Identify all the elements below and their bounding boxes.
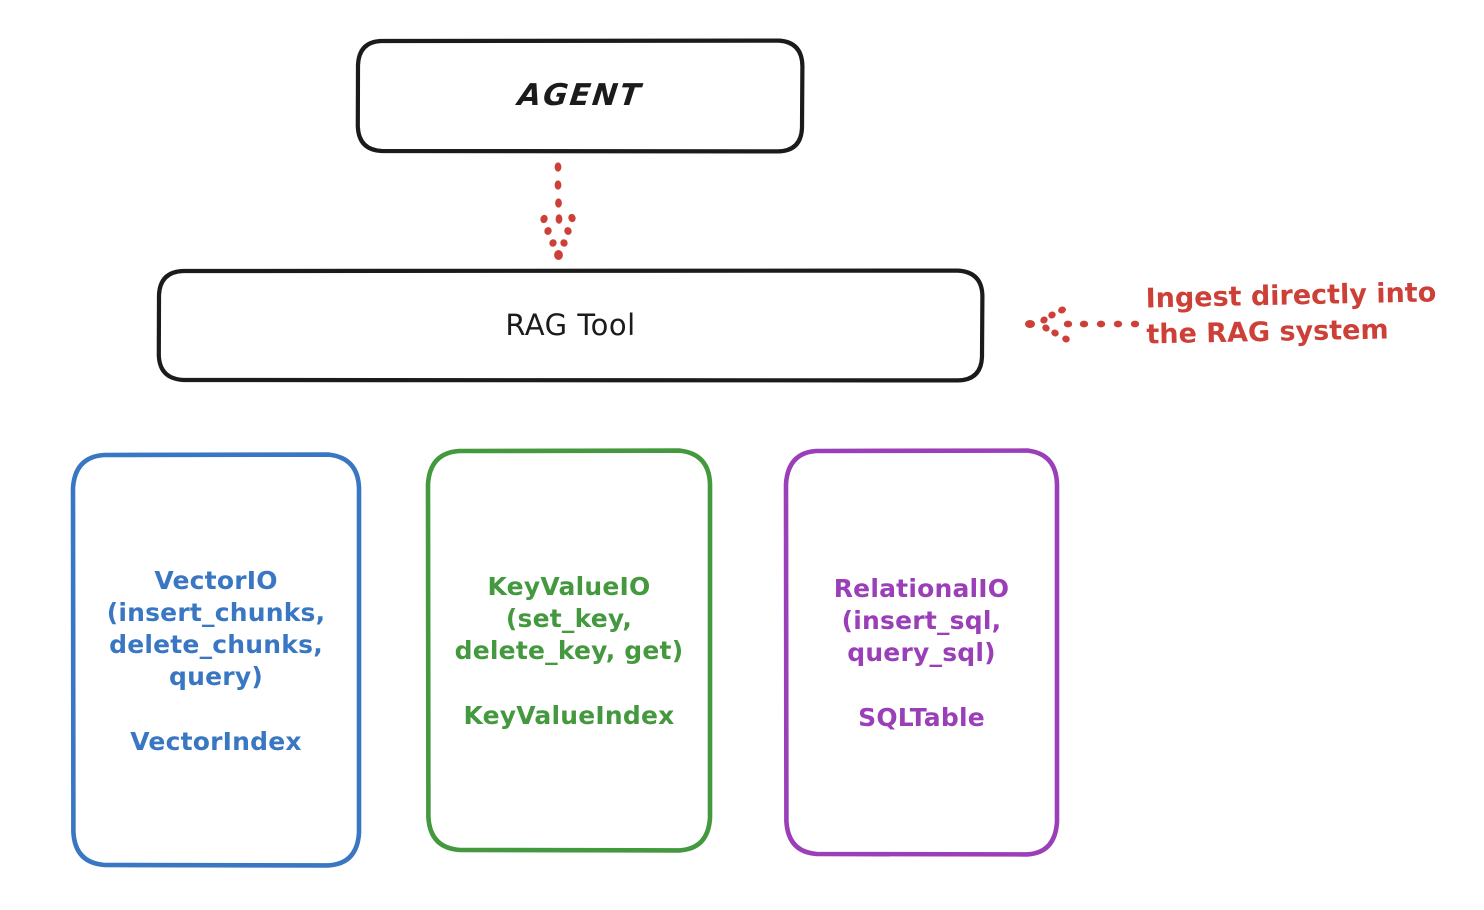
- connector-ingest-to-rag-tool: [1025, 306, 1140, 343]
- node-relational-io[interactable]: RelationalIO (insert_sql, query_sql) SQL…: [783, 448, 1060, 857]
- agent-label: AGENT: [515, 77, 645, 113]
- rag-tool-box-outline: [156, 268, 985, 383]
- agent-box-outline: [355, 38, 805, 154]
- annotation-ingest: Ingest directly into the RAG system: [1145, 277, 1437, 351]
- node-rag-tool[interactable]: RAG Tool: [156, 268, 985, 383]
- rag-tool-label: RAG Tool: [505, 307, 636, 342]
- node-agent[interactable]: AGENT: [355, 38, 805, 154]
- key-value-io-sublabel: KeyValueIndex: [463, 701, 675, 730]
- relational-io-label: RelationalIO (insert_sql, query_sql): [833, 574, 1010, 667]
- vector-io-sublabel: VectorIndex: [130, 726, 302, 756]
- key-value-io-box-outline: [425, 448, 713, 853]
- key-value-io-label: KeyValueIO (set_key, delete_key, get): [454, 572, 684, 665]
- vector-io-box-outline: [70, 452, 362, 868]
- node-vector-io[interactable]: VectorIO (insert_chunks, delete_chunks, …: [70, 452, 362, 868]
- connector-agent-to-rag-tool: [540, 162, 576, 260]
- vector-io-label: VectorIO (insert_chunks, delete_chunks, …: [106, 565, 326, 691]
- node-key-value-io[interactable]: KeyValueIO (set_key, delete_key, get) Ke…: [425, 448, 713, 853]
- relational-io-sublabel: SQLTable: [858, 703, 985, 732]
- relational-io-box-outline: [783, 448, 1060, 857]
